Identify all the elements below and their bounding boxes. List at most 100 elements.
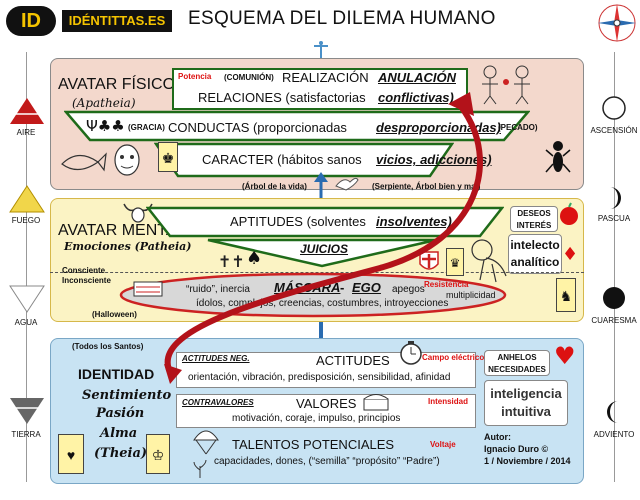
psi-clubs-icon: Ψ♣♣ <box>86 117 125 135</box>
fish-sketch-icon <box>61 152 107 172</box>
treasure-chest-icon <box>363 394 389 411</box>
element-aire: AIRE <box>16 128 36 137</box>
realizacion-label: REALIZACIÓN <box>282 70 369 85</box>
insolventes-label: insolventes) <box>376 214 452 229</box>
insect-figure-icon <box>545 141 571 173</box>
compass-rose-icon <box>598 4 636 42</box>
pecado-label: (PECADO) <box>498 123 538 132</box>
blue-connector <box>319 322 323 338</box>
page-title: ESQUEMA DEL DILEMA HUMANO <box>188 8 496 29</box>
spade-icon: ♠ <box>246 248 263 269</box>
element-agua: AGUA <box>14 318 38 327</box>
intelecto-box: intelecto analítico <box>508 234 562 274</box>
tarot-card-icon: ♚ <box>158 142 178 172</box>
season-pascua: PASCUA <box>597 214 631 223</box>
talentos-label: TALENTOS POTENCIALES <box>232 437 395 452</box>
season-cuaresma: CUARESMA <box>591 316 637 325</box>
relaciones-label: RELACIONES (satisfactorias <box>198 90 366 105</box>
water-triangle-icon <box>9 285 45 313</box>
mental-subtitle: Emociones (Patheia) <box>64 240 192 253</box>
air-triangle-icon <box>10 98 44 124</box>
crescent-moon-icon <box>610 187 621 209</box>
up-arrow-icon <box>314 172 328 198</box>
autor-label: Autor: <box>484 432 511 442</box>
season-adviento: ADVIENTO <box>593 430 635 439</box>
crosses-icon: ✝✝ <box>218 252 245 271</box>
talentos-list: capacidades, dones, (“semilla” “propósit… <box>214 456 440 467</box>
valores-label: VALORES <box>296 396 357 411</box>
conflictivas-label: conflictivas) <box>378 90 454 105</box>
christ-figure-icon <box>314 41 328 58</box>
fire-triangle-icon <box>9 185 45 213</box>
adam-eve-sketch-icon <box>482 65 530 105</box>
halloween-label: (Halloween) <box>92 310 137 319</box>
element-fuego: FUEGO <box>11 216 41 225</box>
mascara-label: MÁSCARA <box>274 280 341 295</box>
autor-name: Ignacio Duro © <box>484 444 549 454</box>
aptitudes-label: APTITUDES (solventes <box>230 214 366 229</box>
diamond-icon: ♦ <box>562 244 579 265</box>
apple-icon <box>560 202 578 225</box>
tarot-card-3-icon: ♞ <box>556 278 576 312</box>
sentimiento-label: Sentimiento <box>82 388 172 403</box>
lion-sketch-icon <box>471 239 507 283</box>
alma-label: Alma <box>100 426 138 441</box>
caracter-label: CARACTER (hábitos sanos <box>202 152 362 167</box>
heart-icon: ♥ <box>554 342 576 370</box>
tarot-card-2-icon: ♛ <box>446 248 464 276</box>
idolos-label: ídolos, complejos, creencias, costumbres… <box>196 298 449 309</box>
voltaje-label: Voltaje <box>430 440 456 449</box>
new-moon-icon <box>603 287 625 309</box>
conductas-label: CONDUCTAS (proporcionadas <box>168 120 347 135</box>
comunion-label: (COMUNIÓN) <box>224 73 274 82</box>
vicios-label: vicios, adicciones) <box>376 152 492 167</box>
waning-moon-icon <box>607 401 618 423</box>
actitudes-list: orientación, vibración, predisposición, … <box>188 372 451 383</box>
anulacion-label: ANULACIÓN <box>378 70 456 85</box>
todos-santos-label: (Todos los Santos) <box>72 342 144 351</box>
pasion-label: Pasión <box>96 406 145 421</box>
resistencia-label: Resistencia <box>424 280 469 289</box>
theia-label: (Theia) <box>94 446 148 461</box>
actitudes-neg-label: ACTITUDES NEG. <box>182 354 250 363</box>
intensidad-label: Intensidad <box>428 397 469 406</box>
contravalores-label: CONTRAVALORES <box>182 398 254 407</box>
apegos-label: apegos <box>392 284 425 295</box>
flag-mask-icon <box>133 281 163 297</box>
season-ascension: ASCENSIÓN <box>590 126 638 135</box>
red-cross-shield-icon <box>419 251 439 270</box>
brand-logo: IDÉNTITTAS.ES <box>62 10 172 32</box>
juicios-label: JUICIOS <box>300 242 349 256</box>
serpiente-label: (Serpiente, Árbol bien y mal) <box>372 182 481 191</box>
potencia-label: Potencia <box>178 72 212 81</box>
valores-frame <box>176 394 476 428</box>
deseos-box: DESEOS INTERÉS <box>510 206 558 232</box>
right-axis-line <box>614 52 615 482</box>
stopwatch-icon <box>400 341 422 365</box>
valores-list: motivación, coraje, impulso, principios <box>232 413 401 424</box>
dash-separator: - <box>340 280 345 295</box>
fecha-label: 1 / Noviembre / 2014 <box>484 456 571 466</box>
inteligencia-box: inteligencia intuitiva <box>484 380 568 426</box>
parachute-icon <box>193 430 219 455</box>
desproporcionadas-label: desproporcionadas) <box>376 120 501 135</box>
left-axis-line <box>26 52 27 482</box>
anhelos-box: ANHELOS NECESIDADES <box>484 350 550 376</box>
ego-label: EGO <box>352 280 381 295</box>
full-moon-icon <box>602 96 626 120</box>
logo-id: ID <box>6 6 56 36</box>
inconsciente-label: Inconsciente <box>62 276 111 285</box>
consciente-label: Consciente <box>62 266 106 275</box>
element-tierra: TIERRA <box>11 430 41 439</box>
ruido-label: “ruido”, inercia <box>186 284 250 295</box>
fisico-title: AVATAR FÍSICO <box>58 76 176 93</box>
arbol-vida-label: (Árbol de la vida) <box>242 182 307 191</box>
mask-face-icon <box>114 144 140 176</box>
sprout-icon <box>193 460 207 478</box>
fisico-subtitle: (Apatheia) <box>72 96 136 110</box>
mental-title: AVATAR MENTAL <box>58 222 186 239</box>
identidad-title: IDENTIDAD <box>78 366 155 382</box>
multiplicidad-label: multiplicidad <box>446 290 496 300</box>
dove-icon <box>335 177 359 191</box>
actitudes-label: ACTITUDES <box>316 353 390 368</box>
